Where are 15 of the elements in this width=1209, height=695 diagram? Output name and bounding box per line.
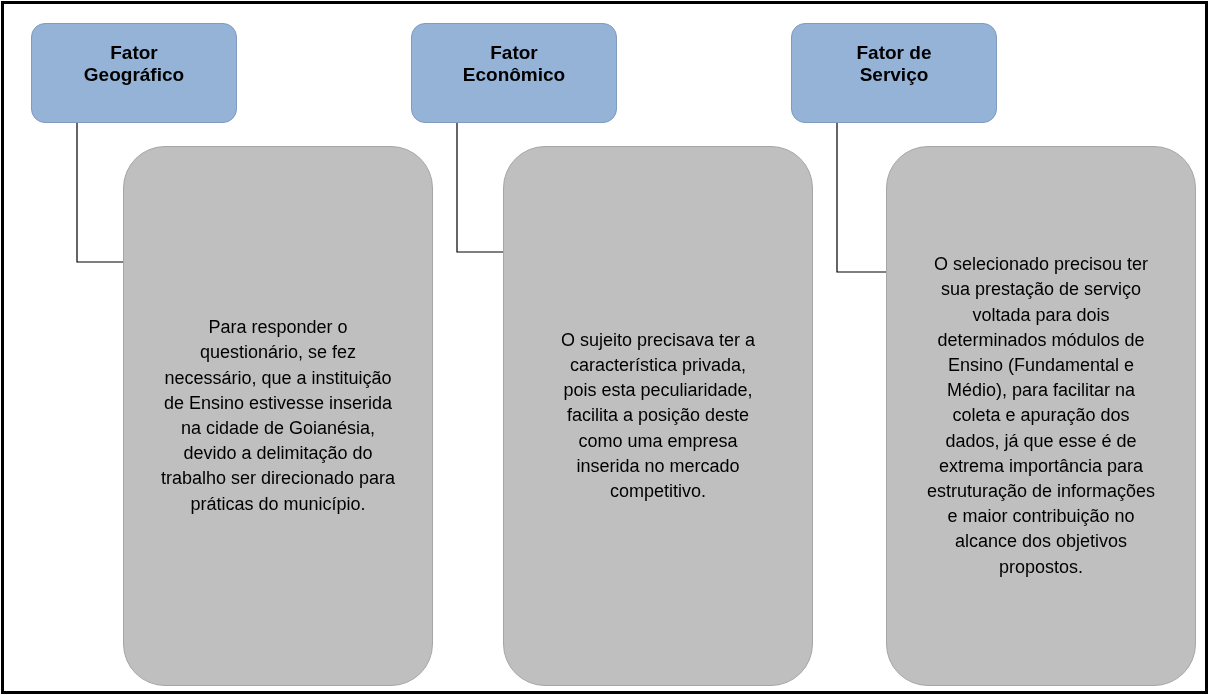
connector-line xyxy=(456,122,504,253)
connector-line xyxy=(76,122,124,263)
description-text: Para responder o questionário, se fez necessário, que a instituição de Ensino estivesse inserida na cidade de Goianésia, devido a delimitação do trabalho ser direcionado para práticas do município. xyxy=(160,316,396,516)
description-text: O sujeito precisava ter a característica privada, pois esta peculiaridade, facilita a posição deste como uma empresa inserida no mercado competitivo. xyxy=(559,328,757,503)
factor-title: Fator Geográfico xyxy=(82,42,186,86)
factor-box xyxy=(411,23,617,123)
description-box xyxy=(886,146,1196,686)
description-text: O selecionado precisou ter sua prestação de serviço voltada para dois determinados módulos de Ensino (Fundamental e Médio), para facilitar na coleta e apuração dos dados, já que esse é de extrema importância para estruturação de informações e maior contribuição no alcance dos objetivos propostos. xyxy=(925,253,1157,579)
connector-line xyxy=(836,122,887,273)
description-box xyxy=(123,146,433,686)
description-box xyxy=(503,146,813,686)
factor-box xyxy=(31,23,237,123)
factor-title: Fator Econômico xyxy=(461,42,567,86)
factor-title: Fator de Serviço xyxy=(855,42,933,86)
factor-box xyxy=(791,23,997,123)
